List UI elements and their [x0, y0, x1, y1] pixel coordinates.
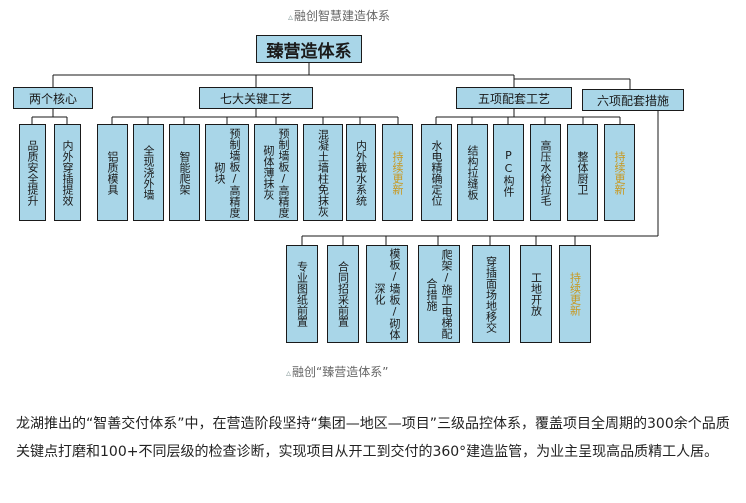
node-cast-in-place-wall: 全现浇外墙	[133, 124, 164, 221]
node-prefab-wall-block: 预制墙板/高精度砌块	[205, 124, 249, 221]
triangle-icon: ▵	[286, 368, 292, 379]
node-pc-component: PC构件	[493, 124, 524, 221]
node-procurement-front: 合同招采前置	[327, 245, 359, 343]
caption-top: ▵融创智慧建造体系	[288, 9, 391, 23]
node-climbing-elevator: 爬架/施工电梯配合措施	[418, 245, 460, 343]
node-precise-positioning: 水电精确定位	[421, 124, 452, 221]
node-quality-safety: 品质安全提升	[19, 124, 46, 221]
node-seam-board: 结构拉缝板	[457, 124, 488, 221]
node-aluminum-formwork: 铝质模具	[97, 124, 128, 221]
node-water-interception: 内外截水系统	[346, 124, 376, 221]
node-interleaved-efficiency: 内外穿插提效	[54, 124, 81, 221]
node-site-handover: 穿插面场地移交	[472, 245, 510, 343]
group-seven-key-processes: 七大关键工艺	[199, 87, 313, 109]
caption-bottom: ▵融创“臻营造体系”	[286, 365, 389, 379]
node-concrete-no-plaster: 混凝土墙柱免抹灰	[303, 124, 343, 221]
node-formwork-deepening: 模板/墙板/砌体深化	[366, 245, 408, 343]
group-two-cores: 两个核心	[13, 87, 93, 109]
connector-lines	[31, 63, 659, 245]
node-continuous-update-2: 持续更新	[604, 124, 635, 221]
node-continuous-update-1: 持续更新	[382, 124, 413, 221]
group-five-supporting-processes: 五项配套工艺	[456, 87, 572, 109]
node-drawings-front: 专业图纸前置	[286, 245, 318, 343]
node-prefab-wall-plaster: 预制墙板/高精度砌体薄抹灰	[254, 124, 298, 221]
group-six-supporting-measures: 六项配套措施	[582, 89, 684, 111]
node-site-open: 工地开放	[520, 245, 552, 343]
body-paragraph: 龙湖推出的“智善交付体系”中，在营造阶段坚持“集团—地区—项目”三级品控体系，覆…	[16, 416, 730, 460]
node-integrated-kitchen-bath: 整体厨卫	[567, 124, 598, 221]
root-node: 臻营造体系	[256, 35, 362, 63]
node-smart-climbing-frame: 智能爬架	[169, 124, 200, 221]
triangle-icon: ▵	[288, 12, 294, 23]
node-high-pressure-water: 高压水枪拉毛	[530, 124, 561, 221]
node-continuous-update-3: 持续更新	[559, 245, 591, 343]
